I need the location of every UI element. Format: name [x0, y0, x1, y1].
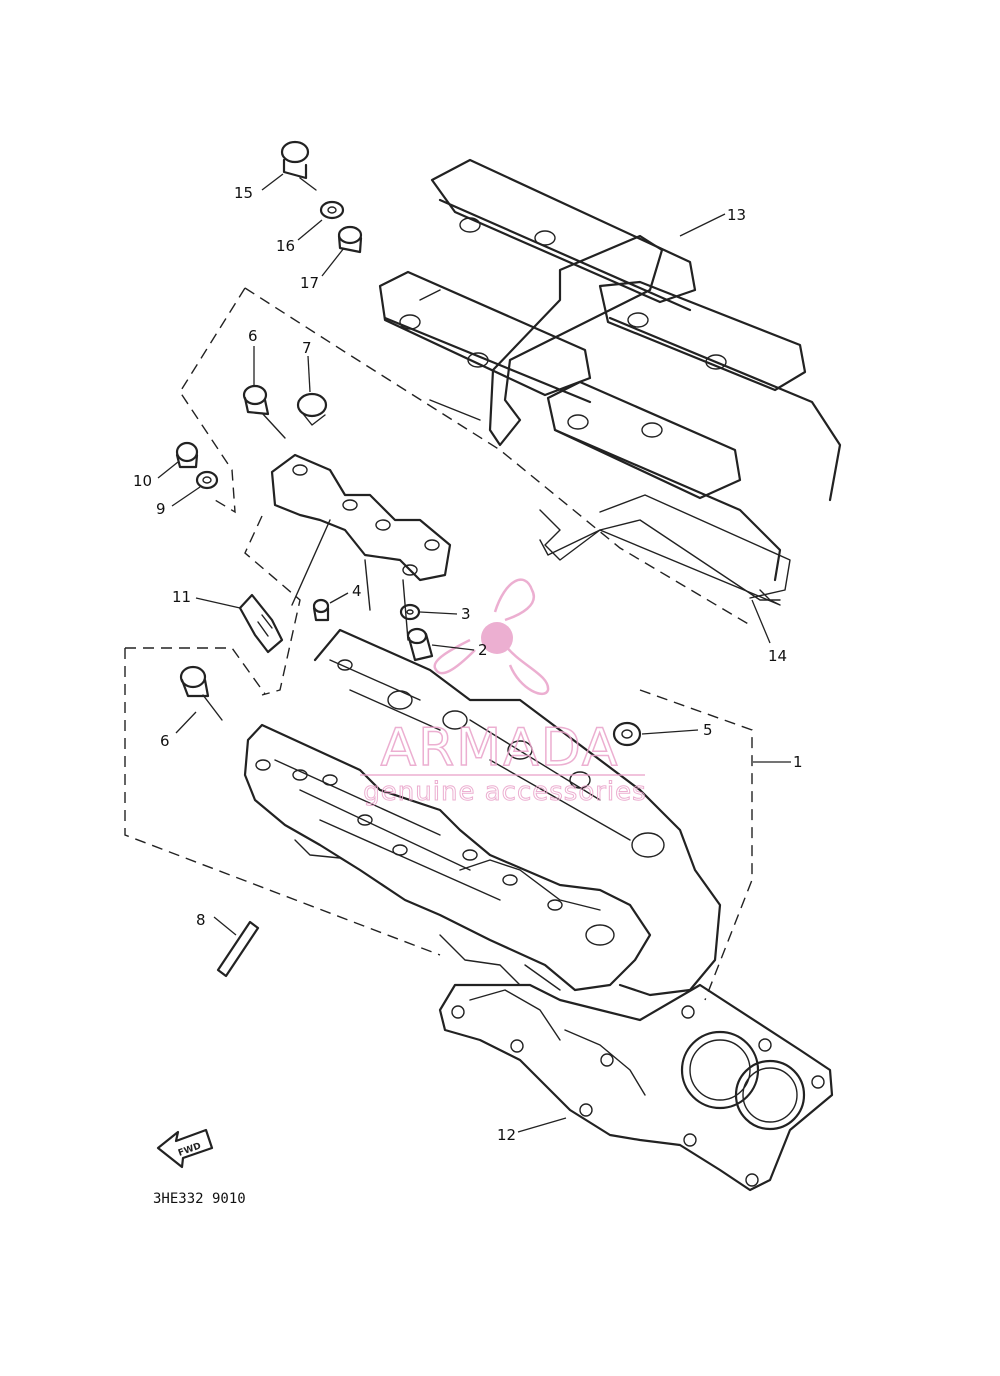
callout-6-upper: 6 — [248, 327, 258, 345]
cam-bracket — [270, 453, 452, 641]
callout-5: 5 — [703, 721, 713, 739]
cover-bolt — [280, 140, 317, 191]
group-outline-lower — [124, 647, 753, 1001]
watermark-brand: ARMADA — [381, 718, 620, 778]
seal-ring — [399, 603, 421, 621]
callout-1: 1 — [793, 753, 803, 771]
grommet — [337, 225, 363, 254]
callout-4: 4 — [352, 582, 362, 600]
bolt-upper — [242, 384, 286, 439]
head-gasket — [438, 983, 834, 1192]
cylinder-head-cover — [378, 158, 842, 601]
callout-16: 16 — [276, 237, 295, 255]
callout-13: 13 — [727, 206, 746, 224]
callout-14: 14 — [768, 647, 787, 665]
spark-plug — [238, 593, 284, 654]
cover-gasket — [539, 494, 791, 606]
fwd-arrow-icon: FWD — [156, 1128, 214, 1169]
cap-nut — [175, 441, 199, 469]
callout-8: 8 — [196, 911, 206, 929]
propeller-logo-icon — [433, 578, 550, 696]
stud-short — [406, 627, 434, 662]
callout-17: 17 — [300, 274, 319, 292]
nut — [612, 721, 642, 747]
group-outline-upper — [179, 287, 751, 696]
callout-7: 7 — [302, 339, 312, 357]
callout-10: 10 — [133, 472, 152, 490]
washer — [319, 200, 345, 220]
callouts: 1 2 3 4 5 6 6 7 8 9 10 11 12 13 14 15 16… — [133, 184, 803, 1144]
washer-small — [195, 470, 219, 490]
cylinder-head — [243, 628, 722, 997]
drawing-code: 3HE332 9010 — [153, 1191, 246, 1207]
callout-2: 2 — [478, 641, 488, 659]
plug — [296, 392, 328, 426]
callout-3: 3 — [461, 605, 471, 623]
brand-watermark: ARMADA genuine accessories — [360, 578, 646, 808]
callout-9: 9 — [156, 500, 166, 518]
stud-long — [216, 920, 260, 978]
callout-15: 15 — [234, 184, 253, 202]
callout-11: 11 — [172, 588, 191, 606]
watermark-tagline: genuine accessories — [363, 777, 646, 807]
bolt-lower — [179, 665, 223, 721]
callout-6-lower: 6 — [160, 732, 170, 750]
leader-lines — [157, 173, 791, 1133]
dowel-pin — [312, 598, 330, 622]
callout-12: 12 — [497, 1126, 516, 1144]
